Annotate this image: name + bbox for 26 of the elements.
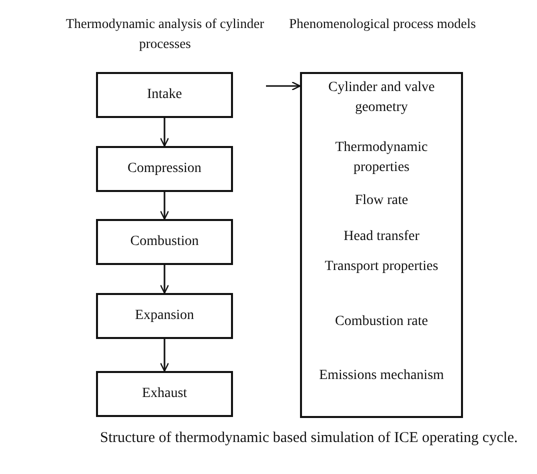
process-box (96, 146, 233, 192)
arrow (160, 192, 170, 220)
process-label: Exhaust (140, 385, 188, 403)
arrow (266, 81, 301, 91)
model-label: Thermodynamic properties (334, 139, 429, 177)
column-heading: Thermodynamic analysis of cylinder processes (64, 15, 266, 53)
process-box (96, 72, 233, 118)
model-label: Head transfer (342, 228, 420, 246)
process-label: Compression (126, 160, 202, 178)
arrow (160, 118, 170, 147)
model-label: Emissions mechanism (318, 367, 445, 385)
process-box (96, 219, 233, 265)
arrow (160, 265, 170, 294)
figure-caption: Structure of thermodynamic based simulation of ICE operating cycle. (99, 429, 519, 448)
process-box (96, 371, 233, 417)
process-box (96, 293, 233, 339)
process-label: Combustion (129, 233, 200, 251)
model-label: Combustion rate (334, 313, 429, 331)
model-label: Flow rate (354, 192, 410, 210)
process-label: Expansion (134, 307, 196, 325)
arrow (160, 339, 170, 372)
models-box (300, 72, 463, 418)
model-label: Cylinder and valve geometry (327, 79, 436, 117)
model-label: Transport properties (324, 258, 440, 276)
column-heading: Phenomenological process models (288, 15, 477, 33)
process-label: Intake (146, 86, 183, 104)
